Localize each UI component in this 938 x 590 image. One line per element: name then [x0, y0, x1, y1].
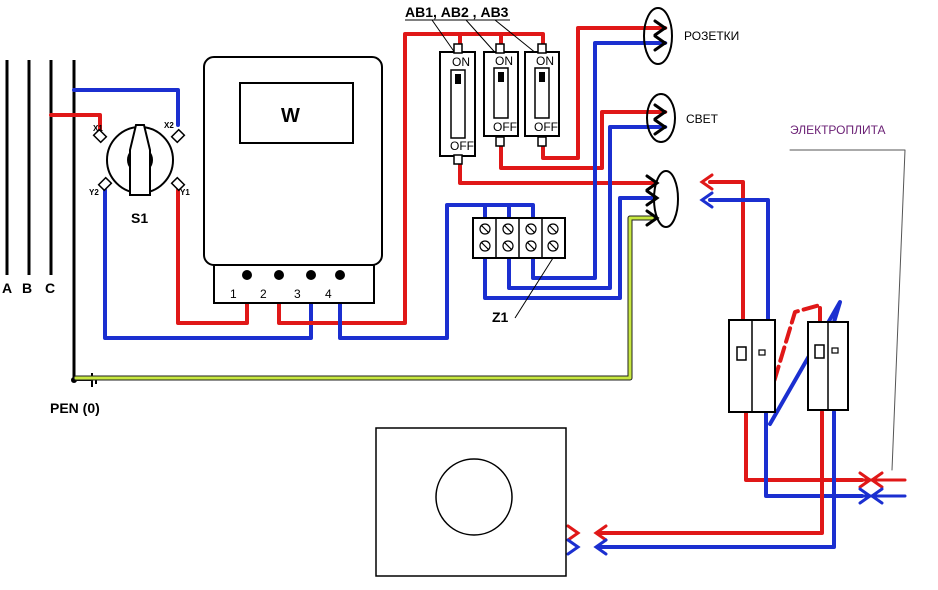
stove-burner — [435, 458, 513, 536]
switch-s1: X1 X2 Y2 Y1 S1 — [89, 121, 190, 226]
phase-in-wire — [49, 113, 102, 134]
neutral-to-meter-wire — [103, 188, 313, 340]
meter-terminal-4: 4 — [325, 287, 332, 301]
stove-leader-line — [789, 149, 906, 471]
light-outlet — [646, 93, 676, 143]
breaker-ab3: ON OFF — [524, 43, 560, 147]
meter-terminal-block — [213, 264, 375, 304]
stove-phase-wire — [708, 180, 745, 324]
ab3-off-label: OFF — [534, 120, 558, 134]
meter-terminal-3: 3 — [294, 287, 301, 301]
stove-neutral-wire — [708, 198, 770, 324]
switch-terminal-x1 — [92, 128, 108, 144]
ab2-out-wire — [499, 110, 667, 170]
stove-breaker-1 — [728, 319, 776, 413]
breakers-group-label: АВ1, АВ2 , АВ3 — [405, 4, 509, 20]
loads: РОЗЕТКИ СВЕТ ЭЛЕКТРОПЛИТА — [643, 7, 886, 228]
neutral-to-z1-wire — [338, 203, 535, 340]
stove-breakers — [728, 319, 849, 413]
stove-outlet — [653, 170, 679, 228]
switch-terminal-y2 — [97, 176, 113, 192]
breaker-ab2: ON OFF — [483, 43, 519, 147]
z1-to-sockets-wire — [531, 41, 667, 280]
stove-unit — [375, 427, 567, 577]
ab1-off-label: OFF — [450, 139, 474, 153]
meter-terminal-1: 1 — [230, 287, 237, 301]
ab3-out-wire — [541, 26, 667, 160]
switch-terminal-y1 — [170, 176, 186, 192]
switch-y2-label: Y2 — [89, 188, 99, 197]
pen-label: PEN (0) — [50, 400, 100, 416]
ab1-on-label: ON — [452, 55, 470, 69]
terminal-block-label: Z1 — [492, 309, 509, 325]
phase-a-label: A — [2, 280, 12, 296]
switch-terminal-x2 — [170, 128, 186, 144]
meter-display — [239, 82, 354, 144]
wires — [49, 26, 907, 549]
breaker-ab1: ON OFF — [439, 43, 476, 165]
phase-b-label: B — [22, 280, 32, 296]
z1-to-light-wire — [507, 125, 667, 290]
stove-breaker-2 — [807, 321, 849, 411]
ab3-on-label: ON — [536, 54, 554, 68]
sockets-label: РОЗЕТКИ — [684, 29, 739, 43]
ab1-out-wire — [458, 156, 657, 185]
ab2-on-label: ON — [495, 54, 513, 68]
z1-to-stove-wire — [483, 196, 657, 300]
stove-label: ЭЛЕКТРОПЛИТА — [790, 123, 886, 137]
switch-x2-label: X2 — [164, 121, 174, 130]
ab2-off-label: OFF — [493, 120, 517, 134]
phase-c-label: C — [45, 280, 55, 296]
terminal-block-z1: Z1 — [472, 217, 566, 325]
energy-meter: W 1 2 3 4 — [203, 56, 383, 304]
meter-terminal-2: 2 — [260, 287, 267, 301]
light-label: СВЕТ — [686, 112, 719, 126]
switch-name: S1 — [131, 210, 148, 226]
neutral-in-wire — [72, 88, 180, 127]
meter-symbol: W — [281, 105, 300, 127]
breakers: АВ1, АВ2 , АВ3 ON OFF ON OFF — [405, 4, 560, 165]
sockets-outlet — [643, 7, 673, 65]
switch-x1-label: X1 — [93, 124, 103, 133]
switch-y1-label: Y1 — [180, 188, 190, 197]
